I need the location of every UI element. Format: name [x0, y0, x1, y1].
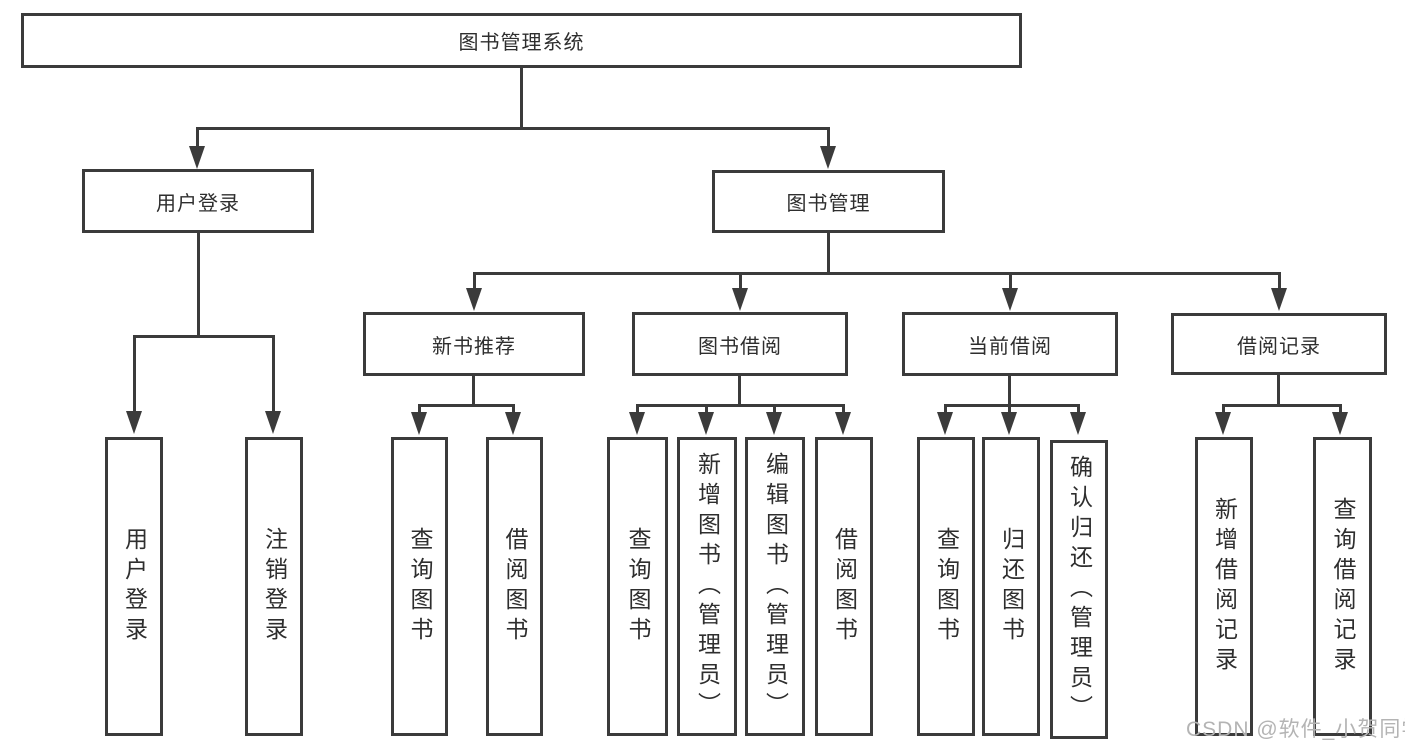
connector-line: [133, 335, 136, 411]
node-borrowing-records: 借阅记录: [1171, 313, 1387, 375]
connector-line: [512, 404, 515, 414]
csdn-watermark: CSDN @软件_小贺同学: [1186, 718, 1405, 741]
leaf-borrow-books-recommend: 借阅图书: [486, 437, 543, 736]
arrow-down-icon: [411, 412, 427, 435]
connector-line: [739, 272, 742, 288]
connector-line: [842, 404, 845, 414]
connector-line: [272, 335, 275, 411]
node-label: 确认归还（管理员）: [1066, 454, 1093, 725]
connector-line: [944, 404, 1080, 407]
leaf-logout: 注销登录: [245, 437, 303, 736]
connector-line: [827, 233, 830, 272]
leaf-query-borrow-record: 查询借阅记录: [1313, 437, 1372, 736]
node-label: 图书借阅: [698, 335, 782, 358]
node-current-borrowing: 当前借阅: [902, 312, 1118, 376]
node-label: 新增借阅记录: [1211, 496, 1238, 677]
leaf-borrow-books: 借阅图书: [815, 437, 873, 736]
arrow-down-icon: [820, 146, 836, 169]
connector-line: [196, 127, 199, 146]
connector-line: [1339, 404, 1342, 414]
node-label: 编辑图书（管理员）: [762, 451, 789, 722]
node-new-book-recommend: 新书推荐: [363, 312, 585, 376]
arrow-down-icon: [1271, 288, 1287, 311]
arrow-down-icon: [1002, 288, 1018, 311]
connector-line: [418, 404, 421, 414]
node-label: 查询图书: [407, 526, 433, 647]
connector-line: [773, 404, 776, 414]
arrow-down-icon: [732, 288, 748, 311]
node-user-login: 用户登录: [82, 169, 314, 233]
connector-line: [1222, 404, 1225, 414]
leaf-query-books-borrowing: 查询图书: [607, 437, 668, 736]
node-label: 新增图书（管理员）: [694, 451, 721, 722]
leaf-add-borrow-record: 新增借阅记录: [1195, 437, 1253, 736]
node-label: 借阅记录: [1237, 335, 1321, 358]
arrow-down-icon: [189, 146, 205, 169]
node-label: 查询图书: [933, 526, 960, 647]
connector-line: [197, 233, 200, 335]
node-label: 查询借阅记录: [1330, 496, 1356, 677]
node-label: 图书管理系统: [458, 32, 585, 54]
arrow-down-icon: [265, 411, 281, 434]
leaf-confirm-return-admin: 确认归还（管理员）: [1050, 440, 1108, 739]
node-label: 查询图书: [625, 526, 651, 647]
arrow-down-icon: [505, 412, 521, 435]
leaf-add-books-admin: 新增图书（管理员）: [677, 437, 737, 736]
connector-line: [473, 272, 1280, 275]
node-book-borrowing: 图书借阅: [632, 312, 848, 376]
leaf-query-books-current: 查询图书: [917, 437, 975, 736]
leaf-return-books: 归还图书: [982, 437, 1040, 736]
connector-line: [705, 404, 708, 414]
arrow-down-icon: [1070, 412, 1086, 435]
connector-line: [520, 68, 523, 127]
arrow-down-icon: [1332, 412, 1348, 435]
arrow-down-icon: [1001, 412, 1017, 435]
arrow-down-icon: [937, 412, 953, 435]
node-label: 图书管理: [786, 193, 871, 215]
connector-line: [472, 376, 475, 404]
node-label: 用户登录: [156, 192, 240, 215]
connector-line: [473, 272, 476, 288]
connector-line: [1008, 404, 1011, 414]
node-label: 借阅图书: [502, 526, 528, 647]
connector-line: [1009, 272, 1012, 288]
leaf-edit-books-admin: 编辑图书（管理员）: [745, 437, 805, 736]
connector-line: [133, 335, 275, 338]
node-book-management: 图书管理: [712, 170, 945, 233]
leaf-query-books-recommend: 查询图书: [391, 437, 448, 736]
node-label: 新书推荐: [432, 335, 516, 358]
connector-line: [738, 376, 741, 404]
connector-line: [1077, 404, 1080, 414]
arrow-down-icon: [126, 411, 142, 434]
arrow-down-icon: [835, 412, 851, 435]
node-library-management-system: 图书管理系统: [21, 13, 1022, 68]
connector-line: [636, 404, 639, 414]
connector-line: [418, 404, 515, 407]
node-label: 借阅图书: [831, 526, 858, 647]
connector-line: [636, 404, 845, 407]
node-label: 用户登录: [121, 526, 148, 647]
arrow-down-icon: [466, 288, 482, 311]
connector-line: [1278, 272, 1281, 288]
connector-line: [1008, 376, 1011, 404]
arrow-down-icon: [698, 412, 714, 435]
leaf-user-login: 用户登录: [105, 437, 163, 736]
connector-line: [1277, 375, 1280, 404]
arrow-down-icon: [629, 412, 645, 435]
connector-line: [944, 404, 947, 414]
connector-line: [1222, 404, 1342, 407]
node-label: 注销登录: [261, 526, 288, 647]
node-label: 当前借阅: [968, 335, 1052, 358]
arrow-down-icon: [1215, 412, 1231, 435]
node-label: 归还图书: [998, 526, 1025, 647]
connector-line: [827, 127, 830, 146]
arrow-down-icon: [766, 412, 782, 435]
connector-line: [196, 127, 830, 130]
